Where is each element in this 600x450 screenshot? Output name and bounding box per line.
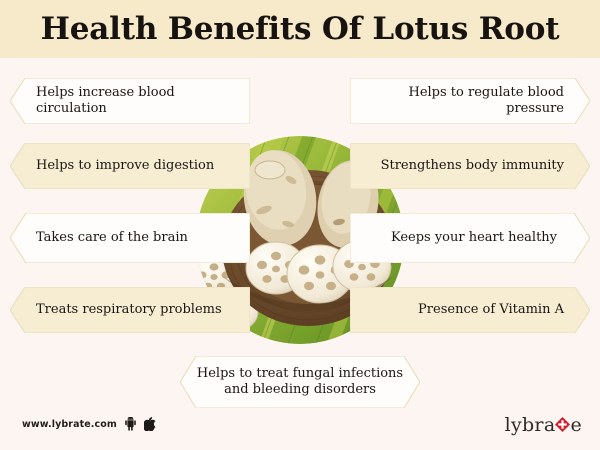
header-banner: Health Benefits Of Lotus Root bbox=[0, 0, 600, 58]
benefit-banner-right-4[interactable]: Presence of Vitamin A bbox=[350, 287, 590, 333]
footer-left-group: www.lybrate.com bbox=[22, 417, 156, 431]
benefit-banner-left-4[interactable]: Treats respiratory problems bbox=[10, 287, 250, 333]
banner-shape bbox=[180, 356, 420, 408]
banner-shape bbox=[10, 213, 250, 263]
benefit-banner-bottom[interactable]: Helps to treat fungal infections and ble… bbox=[180, 356, 420, 408]
banner-shape bbox=[350, 287, 590, 333]
benefit-banner-left-1[interactable]: Helps increase blood circulation bbox=[10, 78, 250, 124]
apple-icon[interactable] bbox=[143, 417, 156, 431]
benefit-label-line2: and bleeding disorders bbox=[224, 382, 376, 397]
banner-shape bbox=[350, 78, 590, 124]
banner-shape bbox=[10, 287, 250, 333]
benefit-label: Keeps your heart healthy bbox=[390, 229, 558, 245]
banner-shape bbox=[10, 143, 250, 189]
lybrate-logo[interactable]: lybra e bbox=[505, 414, 582, 436]
page-title: Health Benefits Of Lotus Root bbox=[40, 11, 560, 47]
logo-text-suffix: e bbox=[570, 414, 582, 436]
benefit-banner-left-2[interactable]: Helps to improve digestion bbox=[10, 143, 250, 189]
benefit-label: Presence of Vitamin A bbox=[418, 301, 564, 317]
benefit-label: Helps increase blood circulation bbox=[36, 84, 175, 116]
benefit-label: Treats respiratory problems bbox=[36, 301, 222, 317]
banner-shape bbox=[350, 213, 590, 263]
logo-text-prefix: lybra bbox=[504, 414, 556, 436]
benefit-label: Helps to improve digestion bbox=[36, 157, 215, 173]
benefit-label: Strengthens body immunity bbox=[380, 157, 564, 173]
benefit-label-line1: Helps to treat fungal infections bbox=[196, 365, 404, 381]
banner-shape bbox=[10, 78, 250, 124]
android-icon[interactable] bbox=[124, 417, 137, 431]
benefit-banner-left-3[interactable]: Takes care of the brain bbox=[10, 213, 250, 263]
website-url[interactable]: www.lybrate.com bbox=[22, 418, 117, 430]
benefit-label: Takes care of the brain bbox=[36, 229, 188, 245]
banner-shape bbox=[350, 143, 590, 189]
benefit-banner-right-1[interactable]: Helps to regulate blood pressure bbox=[350, 78, 590, 124]
benefit-label: Helps to regulate blood pressure bbox=[408, 84, 564, 116]
benefit-banner-right-2[interactable]: Strengthens body immunity bbox=[350, 143, 590, 189]
benefit-banner-right-3[interactable]: Keeps your heart healthy bbox=[350, 213, 590, 263]
medical-cross-badge-icon bbox=[555, 415, 571, 432]
